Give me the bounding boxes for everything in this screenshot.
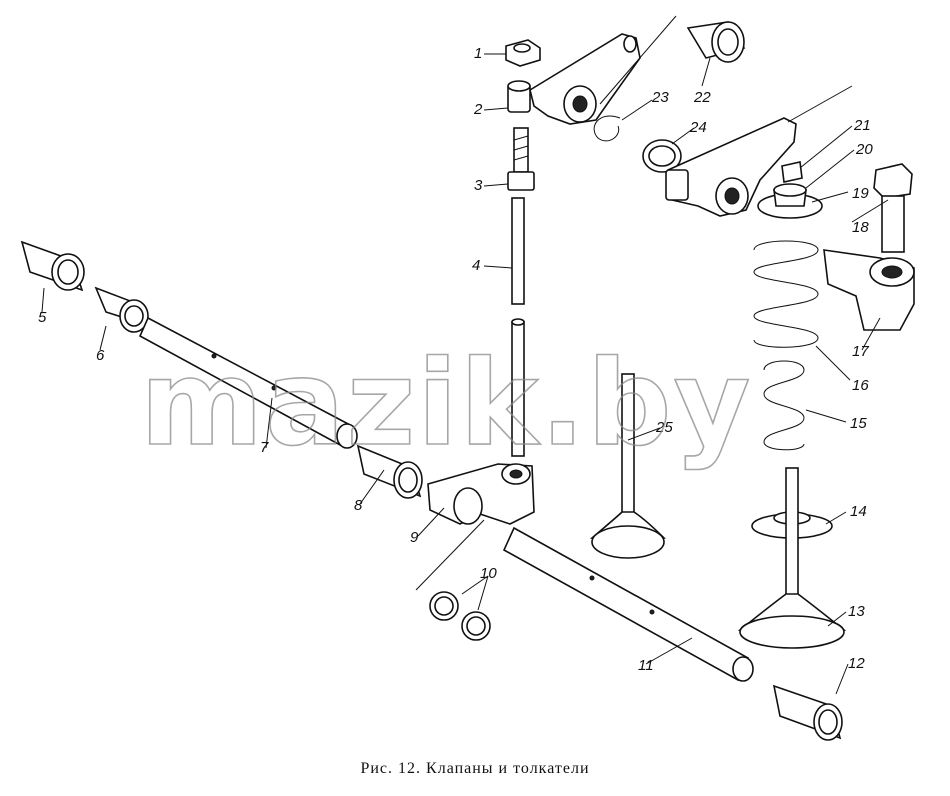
callout-8: 8 bbox=[354, 497, 363, 514]
callout-25: 25 bbox=[655, 419, 673, 436]
callout-15: 15 bbox=[850, 415, 867, 432]
watermark: mazik.by bbox=[140, 334, 752, 472]
part-outer-spring-16 bbox=[753, 240, 819, 348]
callout-21: 21 bbox=[853, 117, 871, 134]
part-bushing-6 bbox=[94, 286, 152, 333]
part-bushing-8 bbox=[356, 444, 423, 499]
part-rocker-bushing-22 bbox=[686, 21, 746, 63]
part-rocker-shaft-11 bbox=[502, 526, 754, 682]
callout-14: 14 bbox=[850, 503, 867, 520]
part-pushrod bbox=[511, 197, 525, 457]
part-rocker-arm-upper bbox=[529, 33, 641, 125]
callout-18: 18 bbox=[852, 219, 869, 236]
part-spring-retainer bbox=[757, 161, 823, 219]
part-bushing-12 bbox=[772, 684, 843, 741]
callout-20: 20 bbox=[855, 141, 873, 158]
callout-11: 11 bbox=[638, 657, 654, 674]
part-bushing-5 bbox=[20, 240, 85, 292]
callout-6: 6 bbox=[96, 347, 105, 364]
callout-2: 2 bbox=[473, 101, 483, 118]
part-rocker-shaft-7 bbox=[138, 316, 358, 449]
callout-16: 16 bbox=[852, 377, 869, 394]
part-nut bbox=[505, 39, 541, 67]
callout-4: 4 bbox=[472, 257, 480, 274]
callout-19: 19 bbox=[852, 185, 869, 202]
part-bushings-10 bbox=[429, 591, 491, 641]
callout-3: 3 bbox=[474, 177, 483, 194]
callout-10: 10 bbox=[480, 565, 497, 582]
callout-9: 9 bbox=[410, 529, 419, 546]
part-rocker-arm-right bbox=[665, 117, 797, 217]
part-circlip-23 bbox=[593, 115, 621, 142]
part-adjuster-bushing bbox=[507, 80, 531, 113]
callout-1: 1 bbox=[474, 45, 482, 62]
callout-24: 24 bbox=[689, 119, 707, 136]
part-rocker-9 bbox=[427, 463, 535, 525]
part-washer-24 bbox=[642, 139, 682, 173]
callout-13: 13 bbox=[848, 603, 865, 620]
part-bolt-18 bbox=[873, 163, 913, 253]
leader-lines bbox=[41, 15, 889, 695]
part-exhaust-valve bbox=[737, 467, 847, 649]
callout-23: 23 bbox=[651, 89, 669, 106]
part-intake-valve-25 bbox=[589, 373, 666, 559]
figure-caption: Рис. 12. Клапаны и толкатели bbox=[360, 760, 590, 777]
callout-12: 12 bbox=[848, 655, 865, 672]
callout-5: 5 bbox=[38, 309, 47, 326]
callout-17: 17 bbox=[852, 343, 869, 360]
callout-labels: 1 2 3 4 5 6 7 8 9 10 11 12 13 14 15 16 1… bbox=[38, 45, 873, 674]
callout-22: 22 bbox=[693, 89, 711, 106]
callout-7: 7 bbox=[260, 439, 269, 456]
part-rocker-bracket-17 bbox=[823, 249, 915, 331]
part-adjusting-screw bbox=[507, 127, 535, 191]
part-inner-spring-15 bbox=[763, 360, 805, 451]
